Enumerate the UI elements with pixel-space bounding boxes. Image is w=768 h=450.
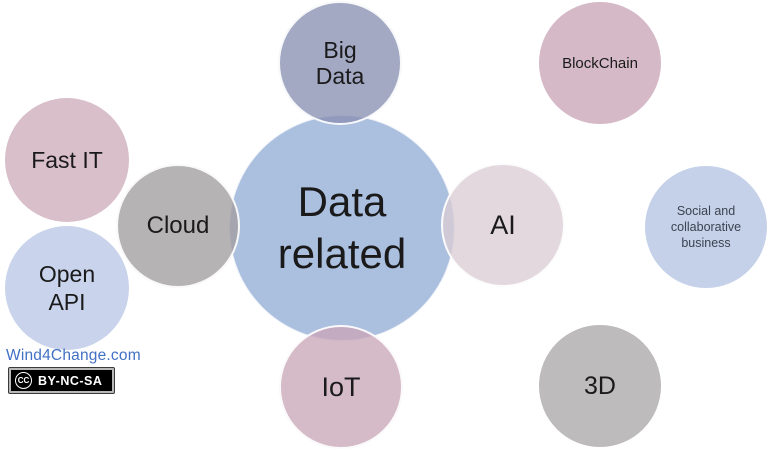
circle-data-related: Data related (229, 115, 455, 341)
circle-cloud: Cloud (116, 164, 240, 288)
circle-big-data-label: Big Data (315, 37, 365, 89)
circle-data-related-label: Data related (277, 178, 407, 277)
circle-big-data: Big Data (278, 1, 402, 125)
circle-iot: IoT (279, 325, 403, 449)
circle-blockchain-label: BlockChain (562, 54, 638, 72)
circle-social-collaborative-business: Social and collaborative business (645, 166, 767, 288)
watermark-site-text: Wind4Change.com (6, 347, 141, 364)
circle-iot-label: IoT (321, 371, 361, 402)
circle-cloud-label: Cloud (146, 212, 210, 239)
circle-open-api-label: Open API (38, 261, 96, 315)
cc-logo-icon: CC (15, 372, 32, 389)
circle-open-api: Open API (5, 226, 129, 350)
circle-fast-it: Fast IT (5, 98, 129, 222)
circle-ai-label: AI (490, 209, 516, 240)
cc-license-badge: CC BY-NC-SA (9, 368, 115, 393)
circle-ai: AI (441, 163, 565, 287)
circle-social-label: Social and collaborative business (670, 204, 742, 250)
circle-3d: 3D (539, 325, 661, 447)
cc-license-text: BY-NC-SA (38, 373, 103, 388)
circle-blockchain: BlockChain (539, 2, 661, 124)
circle-3d-label: 3D (584, 371, 616, 400)
circle-fast-it-label: Fast IT (31, 146, 103, 173)
watermark: Wind4Change.com CC BY-NC-SA (6, 346, 141, 393)
